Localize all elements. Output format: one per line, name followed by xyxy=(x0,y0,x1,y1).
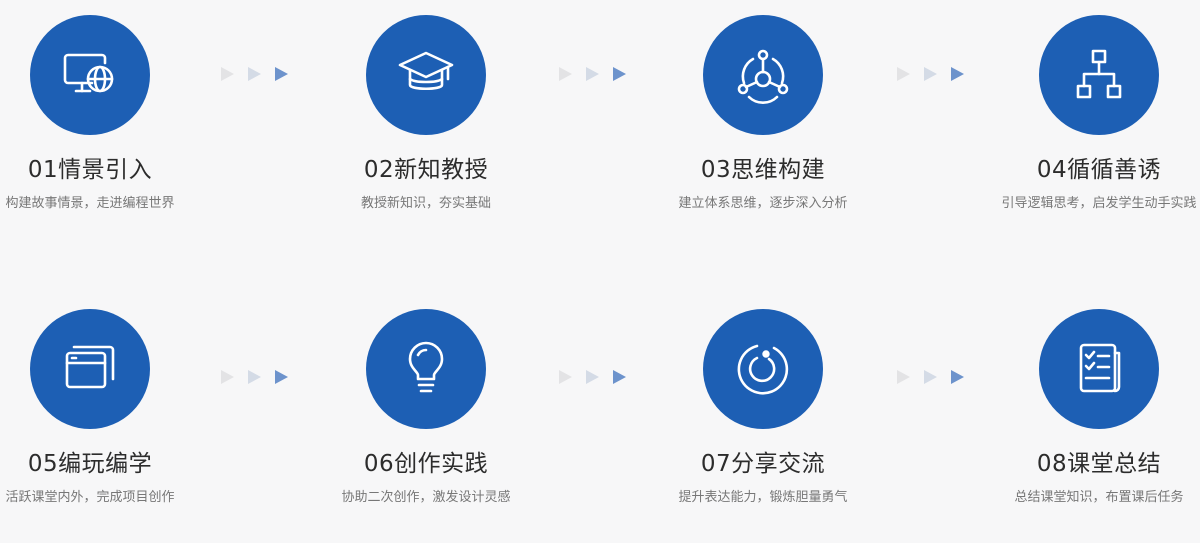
step-08-title: 08课堂总结 xyxy=(1036,451,1162,477)
step-arrows-6 xyxy=(894,367,974,387)
step-04-title: 04循循善诱 xyxy=(1036,157,1162,183)
step-07-title: 07分享交流 xyxy=(700,451,826,477)
step-01-circle xyxy=(30,15,150,135)
step-08-desc: 总结课堂知识，布置课后任务 xyxy=(1014,490,1184,505)
step-02: 02新知教授 教授新知识，夯实基础 xyxy=(296,0,556,220)
step-03-desc: 建立体系思维，逐步深入分析 xyxy=(678,196,848,211)
step-01-title: 01情景引入 xyxy=(27,157,153,183)
lightbulb-icon xyxy=(408,341,444,393)
step-07-desc: 提升表达能力，锻炼胆量勇气 xyxy=(678,490,848,505)
computer-globe-icon xyxy=(63,53,114,93)
step-05-circle xyxy=(30,309,150,429)
step-arrows-3 xyxy=(894,64,974,84)
step-02-desc: 教授新知识，夯实基础 xyxy=(360,196,491,211)
arrow-chevrons-icon xyxy=(897,67,964,81)
step-05-title: 05编玩编学 xyxy=(27,451,153,477)
step-07: 07分享交流 提升表达能力，锻炼胆量勇气 xyxy=(633,294,893,514)
graduation-cap-icon xyxy=(398,51,454,91)
step-01-desc: 构建故事情景，走进编程世界 xyxy=(5,196,175,211)
step-06: 06创作实践 协助二次创作，激发设计灵感 xyxy=(296,294,556,514)
step-05-desc: 活跃课堂内外，完成项目创作 xyxy=(5,490,175,505)
step-03-circle xyxy=(703,15,823,135)
arrow-chevrons-icon xyxy=(221,370,288,384)
arrow-chevrons-icon xyxy=(221,67,288,81)
hierarchy-icon xyxy=(1076,49,1122,99)
step-arrows-4 xyxy=(218,367,298,387)
step-04-desc: 引导逻辑思考，启发学生动手实践 xyxy=(1001,196,1197,211)
step-arrows-1 xyxy=(218,64,298,84)
ring-icon xyxy=(737,344,789,395)
step-06-title: 06创作实践 xyxy=(363,451,489,477)
step-02-title: 02新知教授 xyxy=(363,157,489,183)
arrow-chevrons-icon xyxy=(559,370,626,384)
step-06-desc: 协助二次创作，激发设计灵感 xyxy=(341,490,511,505)
step-03: 03思维构建 建立体系思维，逐步深入分析 xyxy=(633,0,893,220)
step-07-circle xyxy=(703,309,823,429)
step-03-title: 03思维构建 xyxy=(700,157,826,183)
step-02-circle xyxy=(366,15,486,135)
step-08: 08课堂总结 总结课堂知识，布置课后任务 xyxy=(969,294,1200,514)
checklist-icon xyxy=(1079,343,1121,393)
step-04: 04循循善诱 引导逻辑思考，启发学生动手实践 xyxy=(969,0,1200,220)
step-arrows-5 xyxy=(556,367,636,387)
step-08-circle xyxy=(1039,309,1159,429)
window-stack-icon xyxy=(65,345,115,389)
network-nodes-icon xyxy=(737,49,789,104)
step-arrows-2 xyxy=(556,64,636,84)
arrow-chevrons-icon xyxy=(559,67,626,81)
arrow-chevrons-icon xyxy=(897,370,964,384)
step-01: 01情景引入 构建故事情景，走进编程世界 xyxy=(0,0,220,220)
step-04-circle xyxy=(1039,15,1159,135)
step-06-circle xyxy=(366,309,486,429)
step-05: 05编玩编学 活跃课堂内外，完成项目创作 xyxy=(0,294,220,514)
